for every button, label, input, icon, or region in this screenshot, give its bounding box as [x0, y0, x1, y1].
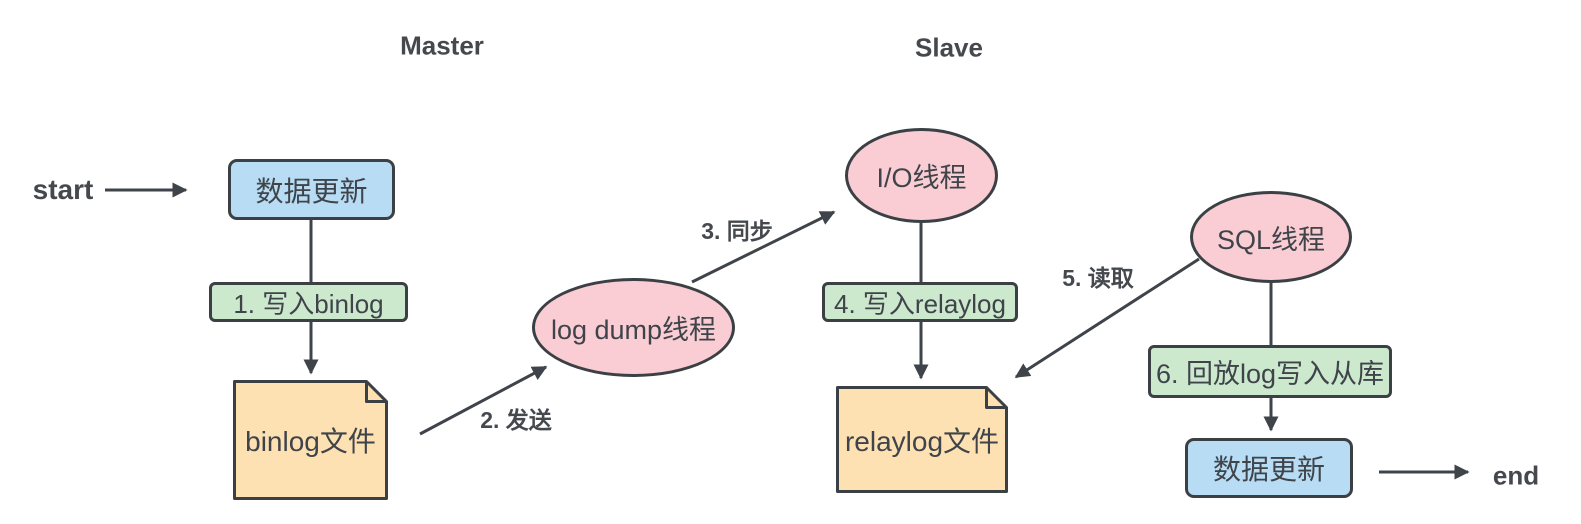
node-relaylog-file: relaylog文件 — [836, 386, 1008, 493]
node-io-thread: I/O线程 — [845, 128, 998, 223]
region-title-slave: Slave — [915, 32, 983, 63]
node-sql-thread: SQL线程 — [1190, 191, 1352, 283]
node-data-update-master: 数据更新 — [228, 159, 395, 220]
start-label: start — [32, 174, 94, 205]
note-fold-icon — [365, 381, 387, 403]
node-step4-write-relaylog: 4. 写入relaylog — [822, 282, 1018, 322]
node-log-dump-thread: log dump线程 — [532, 278, 735, 377]
binlog-file-label: binlog文件 — [245, 426, 376, 457]
edge-label-step3-sync: 3. 同步 — [701, 218, 773, 244]
node-step1-write-binlog: 1. 写入binlog — [209, 282, 408, 322]
edge-binlog-file-to-log-dump-thread — [419, 365, 548, 436]
edge-sql-thread-to-relaylog-file — [1014, 257, 1200, 379]
end-label: end — [1492, 460, 1540, 491]
region-title-master: Master — [400, 30, 484, 61]
node-binlog-file: binlog文件 — [233, 380, 388, 500]
note-shape — [836, 386, 1008, 493]
edge-label-step2-send: 2. 发送 — [480, 407, 552, 433]
edge-log-dump-to-io-thread — [691, 210, 836, 284]
node-data-update-slave: 数据更新 — [1185, 438, 1353, 498]
note-fold-icon — [985, 387, 1007, 409]
relaylog-file-label: relaylog文件 — [844, 425, 1000, 457]
note-shape — [233, 380, 388, 500]
node-step6-replay-log: 6. 回放log写入从库 — [1148, 345, 1392, 398]
edge-label-step5-read: 5. 读取 — [1062, 265, 1134, 291]
